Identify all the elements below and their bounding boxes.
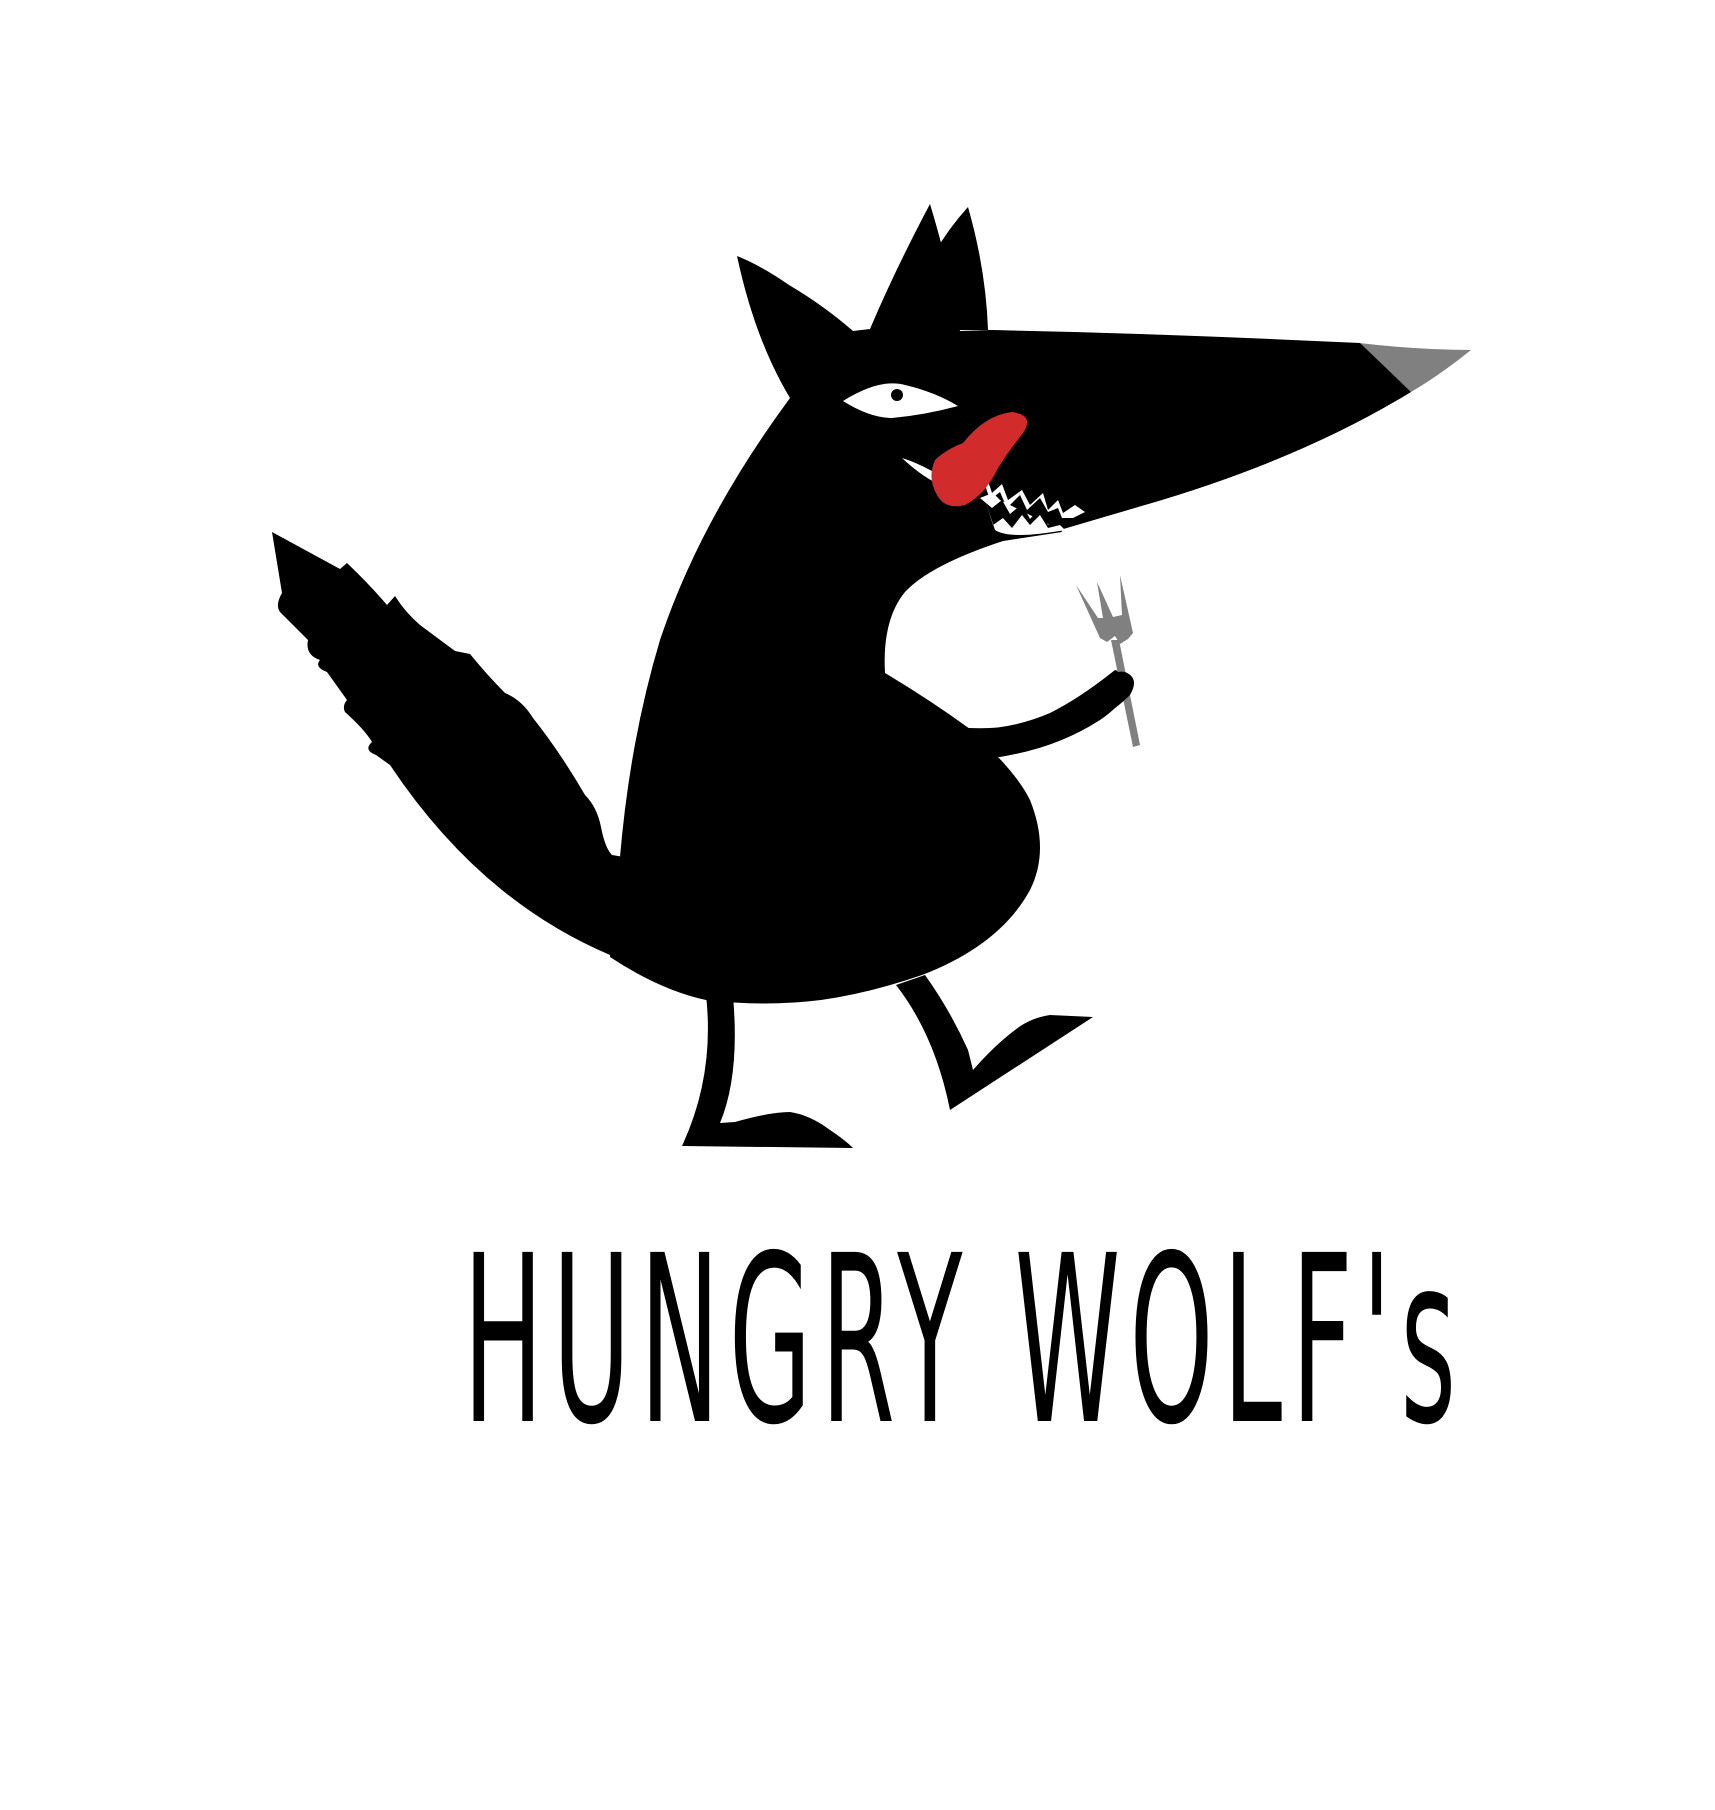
wolf-leg-back (682, 995, 853, 1148)
wolf-snout (930, 330, 1411, 530)
wolf-tail (272, 532, 660, 955)
brand-wordmark: HUNGRY WOLF's (463, 1206, 1466, 1476)
wolf-teeth (985, 472, 1085, 535)
wolf-leg-front (896, 975, 1093, 1110)
wolf-tongue (931, 412, 1028, 507)
wolf-ear-front (905, 207, 988, 330)
wolf-nose (1359, 343, 1471, 392)
fork-head (1076, 575, 1133, 644)
wolf-pupil (891, 389, 903, 401)
wolf-arm (965, 671, 1134, 757)
wolf-eye (843, 383, 958, 418)
